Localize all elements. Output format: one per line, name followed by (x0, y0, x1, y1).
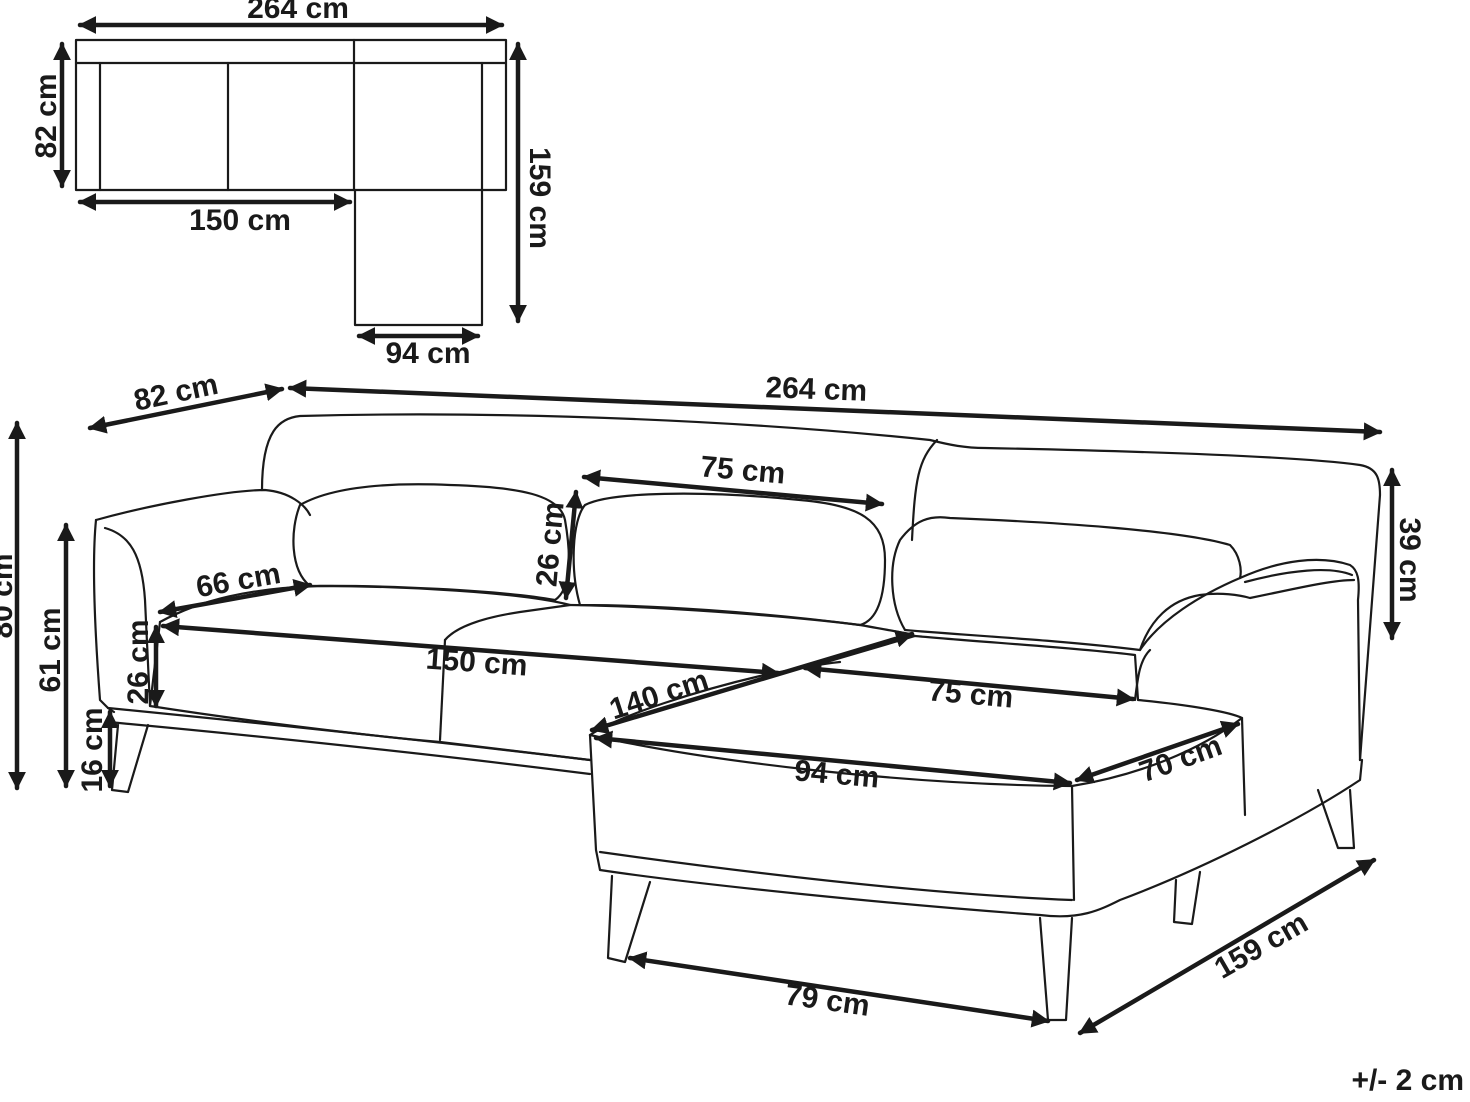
plan-outline (74, 38, 508, 327)
plan-depth-label: 82 cm (30, 73, 63, 158)
perspective-view: 82 cm 264 cm 80 cm 61 cm 26 cm 16 cm 66 … (0, 368, 1426, 1036)
seat-thickness-label: 26 cm (122, 619, 155, 704)
plan-dimension-arrows (53, 16, 527, 345)
chaise-seat-length-label: 140 cm (606, 664, 713, 727)
total-height-label: 80 cm (0, 553, 19, 638)
armrest-height-label: 61 cm (34, 607, 67, 692)
cushion-height-label: 26 cm (530, 500, 570, 588)
seat-depth-label: 66 cm (194, 557, 284, 604)
chaise-front-width-label: 94 cm (793, 754, 881, 794)
plan-overall-width-label: 264 cm (247, 0, 349, 25)
cushion-width-label: 75 cm (699, 450, 787, 490)
backrest-height-label: 39 cm (1393, 517, 1426, 602)
plan-sofa-width-label: 150 cm (189, 204, 291, 237)
seat-width-label: 150 cm (425, 643, 529, 683)
perspective-dimension-arrows (8, 379, 1401, 1036)
leg-spacing-label: 79 cm (783, 978, 872, 1023)
leg-height-label: 16 cm (76, 707, 109, 792)
plan-view: 264 cm 82 cm 150 cm 159 cm 94 cm (30, 0, 556, 370)
plan-chaise-width-label: 94 cm (385, 337, 470, 370)
plan-chaise-length-label: 159 cm (523, 147, 556, 249)
tolerance-note: +/- 2 cm (1351, 1064, 1464, 1097)
overall-width-label: 264 cm (765, 371, 868, 408)
sofa-outline (92, 413, 1382, 1022)
chaise-depth-label: 70 cm (1135, 729, 1226, 789)
chaise-cushion-width-label: 75 cm (927, 674, 1015, 714)
